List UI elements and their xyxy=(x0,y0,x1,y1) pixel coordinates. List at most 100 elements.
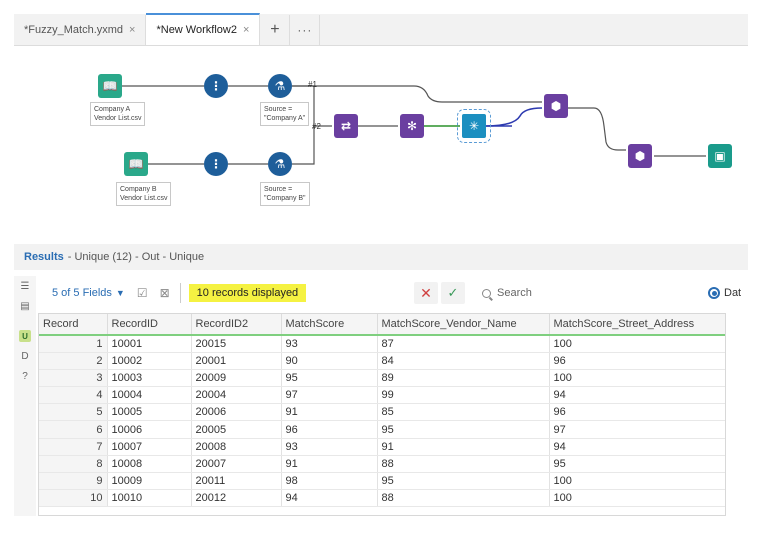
table-cell[interactable]: 94 xyxy=(549,438,725,456)
table-cell[interactable]: 20015 xyxy=(191,335,282,353)
table-cell[interactable]: 10007 xyxy=(107,438,192,456)
table-cell[interactable]: 10010 xyxy=(107,489,192,508)
table-cell[interactable]: 96 xyxy=(549,403,725,422)
table-icon[interactable]: ▤ xyxy=(20,300,30,312)
table-cell[interactable]: 88 xyxy=(377,489,550,508)
table-cell[interactable]: 93 xyxy=(281,335,378,353)
record-number-cell[interactable]: 9 xyxy=(39,472,108,491)
column-header[interactable]: RecordID2 xyxy=(191,314,282,336)
record-number-cell[interactable]: 3 xyxy=(39,369,108,388)
table-cell[interactable]: 100 xyxy=(549,489,725,508)
table-cell[interactable]: 20011 xyxy=(191,472,282,491)
table-cell[interactable]: 98 xyxy=(281,472,378,491)
cancel-filter-button[interactable]: ✕ xyxy=(414,282,438,304)
formula-tool-icon[interactable]: ⚗ xyxy=(268,152,292,176)
join-tool-icon[interactable]: ⬢ xyxy=(628,144,652,168)
table-cell[interactable]: 93 xyxy=(281,438,378,456)
duplicate-output-icon[interactable]: D xyxy=(21,350,29,362)
table-cell[interactable]: 96 xyxy=(549,352,725,370)
join-tool-icon[interactable]: ⬢ xyxy=(544,94,568,118)
table-cell[interactable]: 20006 xyxy=(191,403,282,422)
fuzzy-match-tool-icon[interactable]: ✳ xyxy=(457,109,491,143)
table-cell[interactable]: 90 xyxy=(281,352,378,370)
table-cell[interactable]: 10003 xyxy=(107,369,192,388)
record-id-tool-icon[interactable]: ✻ xyxy=(400,114,424,138)
union-tool-icon[interactable]: ⇄ xyxy=(334,114,358,138)
help-icon[interactable]: ? xyxy=(22,370,28,382)
close-icon[interactable]: × xyxy=(242,24,250,36)
table-cell[interactable]: 85 xyxy=(377,403,550,422)
table-cell[interactable]: 20008 xyxy=(191,438,282,456)
record-number-cell[interactable]: 6 xyxy=(39,420,108,439)
table-cell[interactable]: 88 xyxy=(377,455,550,474)
record-number-cell[interactable]: 2 xyxy=(39,352,108,370)
select-tool-icon[interactable]: ⋮ xyxy=(204,152,228,176)
table-cell[interactable]: 100 xyxy=(549,369,725,388)
record-number-cell[interactable]: 7 xyxy=(39,438,108,456)
table-cell[interactable]: 91 xyxy=(281,403,378,422)
table-cell[interactable]: 95 xyxy=(377,420,550,439)
table-cell[interactable]: 10008 xyxy=(107,455,192,474)
table-cell[interactable]: 20004 xyxy=(191,386,282,405)
table-cell[interactable]: 95 xyxy=(281,369,378,388)
table-cell[interactable]: 20005 xyxy=(191,420,282,439)
table-cell[interactable]: 20012 xyxy=(191,489,282,508)
table-cell[interactable]: 94 xyxy=(549,386,725,405)
table-cell[interactable]: 10001 xyxy=(107,335,192,353)
table-cell[interactable]: 97 xyxy=(549,420,725,439)
table-cell[interactable]: 89 xyxy=(377,369,550,388)
close-icon[interactable]: × xyxy=(129,24,136,36)
browse-tool-icon[interactable]: ▣ xyxy=(708,144,732,168)
fields-dropdown[interactable]: 5 of 5 Fields ▼ xyxy=(36,287,125,299)
table-cell[interactable]: 10009 xyxy=(107,472,192,491)
unique-output-icon[interactable]: U xyxy=(19,330,31,342)
column-header[interactable]: RecordID xyxy=(107,314,192,336)
table-cell[interactable]: 91 xyxy=(377,438,550,456)
search-box[interactable]: Search xyxy=(482,287,532,299)
table-cell[interactable]: 97 xyxy=(281,386,378,405)
table-cell[interactable]: 84 xyxy=(377,352,550,370)
table-cell[interactable]: 91 xyxy=(281,455,378,474)
table-cell[interactable]: 20001 xyxy=(191,352,282,370)
table-cell[interactable]: 10004 xyxy=(107,386,192,405)
add-tab-button[interactable]: + xyxy=(260,15,291,45)
tab-new-workflow2[interactable]: *New Workflow2 × xyxy=(146,13,261,45)
column-header[interactable]: MatchScore_Vendor_Name xyxy=(377,314,550,336)
apply-filter-button[interactable]: ✓ xyxy=(441,282,465,304)
data-view-radio[interactable]: Dat xyxy=(708,287,741,299)
checkbox-icon[interactable]: ☑ xyxy=(136,286,148,300)
table-cell[interactable]: 10005 xyxy=(107,403,192,422)
table-cell[interactable]: 100 xyxy=(549,335,725,353)
record-number-cell[interactable]: 8 xyxy=(39,455,108,474)
table-cell[interactable]: 20007 xyxy=(191,455,282,474)
table-cell[interactable]: 96 xyxy=(281,420,378,439)
input-data-icon[interactable]: 📖 xyxy=(124,152,148,176)
input-data-icon[interactable]: 📖 xyxy=(98,74,122,98)
table-cell[interactable]: 94 xyxy=(281,489,378,508)
record-number-cell[interactable]: 5 xyxy=(39,403,108,422)
select-tool-icon[interactable]: ⋮ xyxy=(204,74,228,98)
table-cell[interactable]: 95 xyxy=(377,472,550,491)
table-cell[interactable]: 99 xyxy=(377,386,550,405)
formula-tool-icon[interactable]: ⚗ xyxy=(268,74,292,98)
tab-fuzzy-match[interactable]: *Fuzzy_Match.yxmd × xyxy=(14,15,147,45)
record-number-cell[interactable]: 1 xyxy=(39,335,108,353)
record-number-cell[interactable]: 4 xyxy=(39,386,108,405)
column-header[interactable]: MatchScore_Street_Address xyxy=(549,314,725,336)
workflow-canvas[interactable]: 📖 Company A Vendor List.csv ⋮ ⚗ Source =… xyxy=(14,46,748,236)
table-cell[interactable]: 87 xyxy=(377,335,550,353)
more-tabs-button[interactable]: ··· xyxy=(290,15,321,45)
table-cell[interactable]: 10006 xyxy=(107,420,192,439)
column-header[interactable]: MatchScore xyxy=(281,314,378,336)
